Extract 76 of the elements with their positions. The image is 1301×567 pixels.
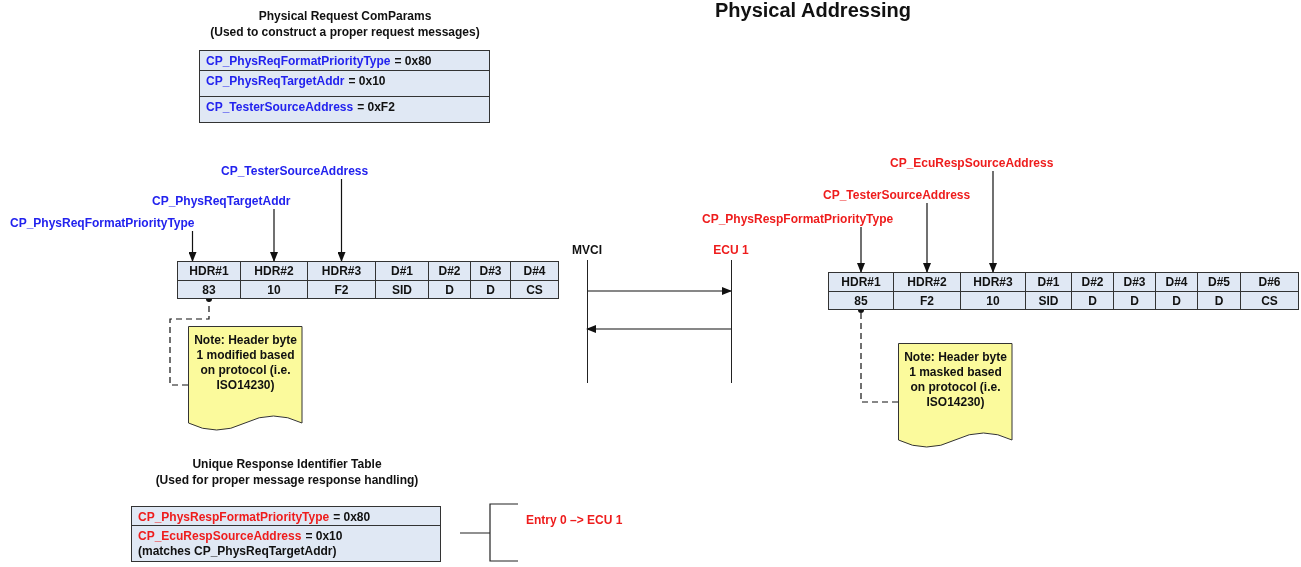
frame-byte-column [470, 261, 511, 299]
byte-value: 10 [266, 282, 282, 299]
param-name: CP_EcuRespSourceAddress [138, 529, 302, 543]
byte-value: CS [1260, 293, 1279, 310]
param-name: CP_TesterSourceAddress [206, 100, 354, 114]
byte-value: 83 [201, 282, 217, 299]
participant-label: ECU 1 [712, 243, 750, 258]
param-row [199, 96, 490, 123]
frame-byte-column [960, 272, 1026, 310]
arrow [923, 202, 931, 273]
param-row [199, 50, 490, 71]
param-value: = 0x80 [333, 510, 371, 524]
param-note: (matches CP_PhysReqTargetAddr) [138, 544, 338, 559]
param-label: CP_TesterSourceAddress [823, 188, 971, 203]
frame-byte-column [1155, 272, 1198, 310]
param-value: = 0x80 [394, 54, 432, 68]
frame-byte-column [1197, 272, 1241, 310]
arrow [989, 170, 997, 273]
entry-label: Entry 0 –> ECU 1 [526, 513, 623, 528]
param-name: CP_PhysReqTargetAddr [206, 74, 345, 88]
byte-value: D [1129, 293, 1140, 310]
note-text: Note: Header byte 1 masked based on protocol (i.e. ISO14230) [904, 350, 1007, 410]
arrow [337, 178, 346, 262]
participant-label: MVCI [571, 243, 603, 258]
param-label: CP_EcuRespSourceAddress [890, 156, 1054, 171]
frame-byte-column [510, 261, 559, 299]
message-arrow [586, 325, 732, 333]
byte-value: F2 [919, 293, 935, 310]
diagram-title: Physical Addressing [715, 0, 911, 22]
frame-byte-column [1025, 272, 1072, 310]
frame-byte-column [307, 261, 376, 299]
byte-value: D [1087, 293, 1098, 310]
frame-byte-column [428, 261, 471, 299]
frame-byte-column [1071, 272, 1114, 310]
frame-byte-column [1113, 272, 1156, 310]
byte-value: CS [525, 282, 544, 299]
byte-label: D#6 [1241, 273, 1298, 292]
param-label: CP_PhysRespFormatPriorityType [702, 212, 894, 227]
table-heading: Unique Response Identifier Table [191, 456, 383, 472]
frame-byte-column [1240, 272, 1299, 310]
frame-byte-column [893, 272, 961, 310]
table-subheading: (Used for proper message response handling) [154, 472, 420, 488]
byte-value: 85 [853, 293, 869, 310]
byte-value: F2 [333, 282, 350, 299]
message-arrow [586, 287, 732, 295]
byte-label: D#4 [511, 262, 558, 281]
param-label: CP_PhysReqTargetAddr [152, 194, 291, 209]
param-value: = 0x10 [305, 529, 343, 543]
param-name: CP_PhysReqFormatPriorityType [206, 54, 391, 68]
param-row [131, 525, 441, 562]
frame-byte-column [828, 272, 894, 310]
byte-value: SID [391, 282, 413, 299]
param-label: CP_TesterSourceAddress [221, 164, 369, 179]
param-row [199, 70, 490, 97]
byte-value: D [1213, 293, 1225, 310]
arrow [188, 230, 197, 262]
byte-value: SID [1037, 293, 1060, 310]
param-value: = 0x10 [348, 74, 386, 88]
byte-value: D [444, 282, 455, 299]
param-name: CP_PhysRespFormatPriorityType [138, 510, 330, 524]
param-label: CP_PhysReqFormatPriorityType [10, 216, 195, 231]
frame-byte-column [177, 261, 241, 299]
frame-byte-column [375, 261, 429, 299]
note-text: Note: Header byte 1 modified based on protocol (i.e. ISO14230) [194, 333, 297, 393]
arrow [857, 226, 865, 273]
byte-value: D [1171, 293, 1182, 310]
table-subheading: (Used to construct a proper request messages) [209, 24, 481, 40]
param-row [131, 506, 441, 526]
byte-value: 10 [985, 293, 1001, 310]
leader-line [169, 296, 212, 386]
leader-line [858, 307, 899, 403]
arrow [270, 208, 278, 262]
table-heading: Physical Request ComParams [257, 8, 433, 24]
frame-byte-column [240, 261, 308, 299]
byte-value: D [485, 282, 496, 299]
param-value: = 0xF2 [357, 100, 395, 114]
